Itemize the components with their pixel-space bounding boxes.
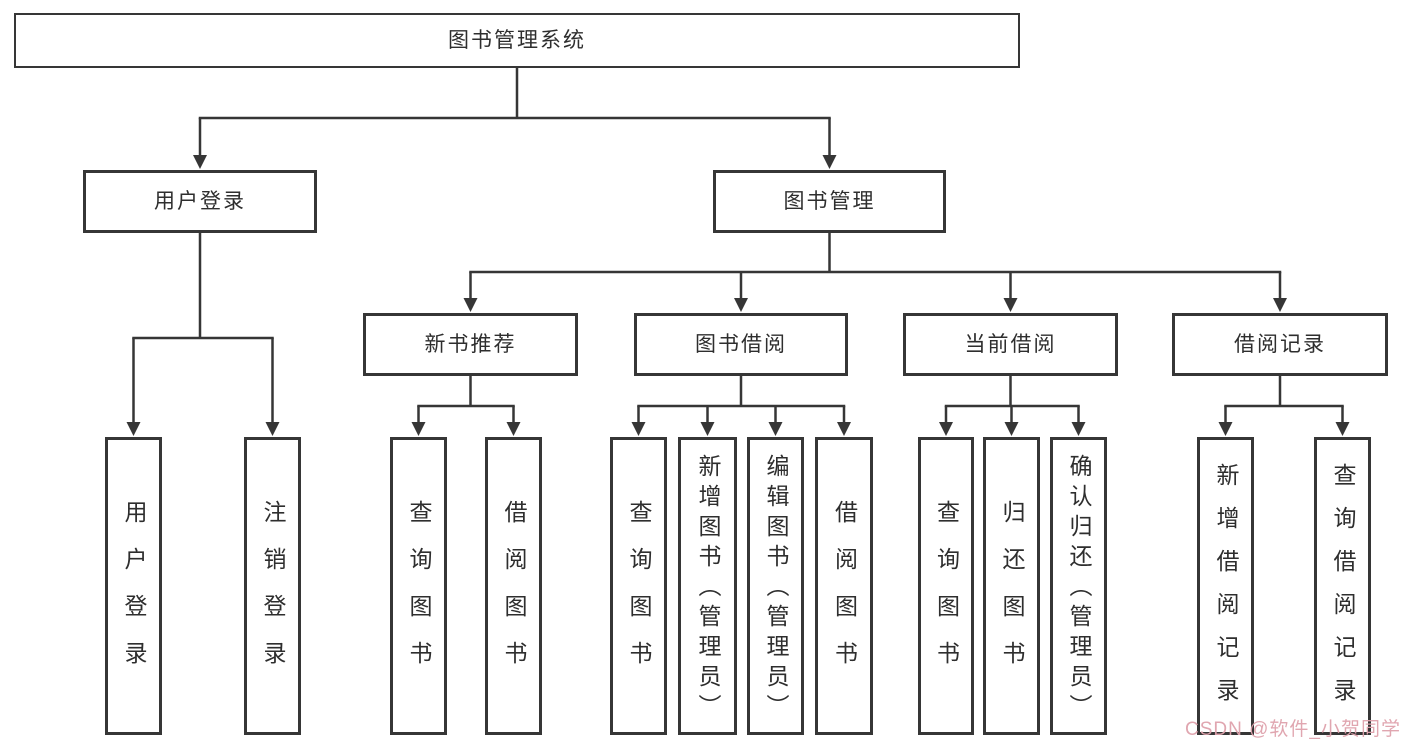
arrowhead-leaf-bb-edit bbox=[768, 422, 783, 436]
arrowhead-book-management bbox=[822, 155, 837, 169]
node-label-leaf-br-query: 查询借阅记录 bbox=[1330, 463, 1356, 721]
node-book-borrowing: 图书借阅 bbox=[634, 313, 848, 376]
arrowhead-leaf-cb-confirm bbox=[1071, 422, 1086, 436]
arrowhead-leaf-cb-return bbox=[1004, 422, 1019, 436]
node-label-leaf-cb-return: 归还图书 bbox=[999, 500, 1025, 688]
connector-edge-user-login bbox=[132, 231, 274, 340]
connector-edge-root-system bbox=[198, 66, 831, 120]
arrowhead-leaf-cb-query bbox=[939, 422, 953, 436]
node-borrowing-records: 借阅记录 bbox=[1172, 313, 1388, 376]
arrowhead-leaf-br-query bbox=[1335, 422, 1350, 436]
node-user-login: 用户登录 bbox=[83, 170, 317, 233]
node-leaf-br-add: 新增借阅记录 bbox=[1197, 437, 1254, 735]
node-label-leaf-bb-add: 新增图书（管理员） bbox=[695, 453, 721, 724]
node-label-leaf-nbr-borrow: 借阅图书 bbox=[501, 500, 527, 688]
connector-edge-new-book-recommend bbox=[417, 374, 515, 408]
node-label-book-management: 图书管理 bbox=[783, 190, 876, 213]
node-label-leaf-bb-query: 查询图书 bbox=[626, 500, 652, 688]
node-leaf-user-login: 用户登录 bbox=[105, 437, 162, 735]
arrowhead-book-borrowing bbox=[734, 298, 748, 312]
node-label-leaf-bb-borrow: 借阅图书 bbox=[831, 500, 858, 688]
node-new-book-recommend: 新书推荐 bbox=[363, 313, 578, 376]
connector-edge-borrowing-records bbox=[1224, 374, 1344, 408]
node-leaf-bb-borrow: 借阅图书 bbox=[815, 437, 873, 735]
node-leaf-cb-return: 归还图书 bbox=[983, 437, 1040, 735]
node-label-leaf-nbr-query: 查询图书 bbox=[406, 500, 432, 688]
arrowhead-leaf-br-add bbox=[1218, 422, 1233, 436]
node-label-leaf-cb-query: 查询图书 bbox=[933, 500, 960, 688]
node-leaf-nbr-query: 查询图书 bbox=[390, 437, 447, 735]
node-label-leaf-bb-edit: 编辑图书（管理员） bbox=[763, 453, 789, 724]
node-leaf-bb-add: 新增图书（管理员） bbox=[678, 437, 737, 735]
arrowhead-leaf-bb-query bbox=[631, 422, 646, 436]
node-label-new-book-recommend: 新书推荐 bbox=[424, 333, 517, 356]
node-leaf-nbr-borrow: 借阅图书 bbox=[485, 437, 542, 735]
node-label-leaf-user-login: 用户登录 bbox=[121, 500, 147, 688]
connector-edge-current-borrowing bbox=[944, 374, 1080, 408]
node-leaf-br-query: 查询借阅记录 bbox=[1314, 437, 1371, 735]
connector-edge-book-management bbox=[469, 231, 1282, 274]
node-label-book-borrowing: 图书借阅 bbox=[695, 333, 787, 356]
arrowhead-leaf-bb-add bbox=[700, 422, 715, 436]
node-leaf-logout: 注销登录 bbox=[244, 437, 301, 735]
node-label-current-borrowing: 当前借阅 bbox=[964, 333, 1057, 356]
arrowhead-new-book-recommend bbox=[463, 298, 478, 312]
node-label-leaf-cb-confirm: 确认归还（管理员） bbox=[1066, 453, 1092, 724]
node-root-system: 图书管理系统 bbox=[14, 13, 1020, 68]
node-leaf-bb-edit: 编辑图书（管理员） bbox=[747, 437, 804, 735]
node-leaf-cb-confirm: 确认归还（管理员） bbox=[1050, 437, 1107, 735]
arrowhead-borrowing-records bbox=[1273, 298, 1287, 312]
connector-edge-book-borrowing bbox=[637, 374, 846, 408]
node-label-leaf-br-add: 新增借阅记录 bbox=[1213, 463, 1239, 721]
arrowhead-user-login bbox=[193, 155, 207, 169]
node-leaf-cb-query: 查询图书 bbox=[918, 437, 974, 735]
node-book-management: 图书管理 bbox=[713, 170, 946, 233]
csdn-watermark: CSDN @软件_小贺同学 bbox=[1185, 719, 1401, 740]
arrowhead-current-borrowing bbox=[1003, 298, 1018, 312]
node-current-borrowing: 当前借阅 bbox=[903, 313, 1118, 376]
arrowhead-leaf-nbr-query bbox=[411, 422, 426, 436]
node-leaf-bb-query: 查询图书 bbox=[610, 437, 667, 735]
node-label-leaf-logout: 注销登录 bbox=[260, 500, 286, 688]
arrowhead-leaf-bb-borrow bbox=[837, 422, 851, 436]
node-label-borrowing-records: 借阅记录 bbox=[1234, 333, 1326, 356]
node-label-root-system: 图书管理系统 bbox=[448, 29, 586, 52]
arrowhead-leaf-logout bbox=[265, 422, 280, 436]
arrowhead-leaf-nbr-borrow bbox=[506, 422, 521, 436]
arrowhead-leaf-user-login bbox=[126, 422, 141, 436]
node-label-user-login: 用户登录 bbox=[154, 190, 246, 213]
